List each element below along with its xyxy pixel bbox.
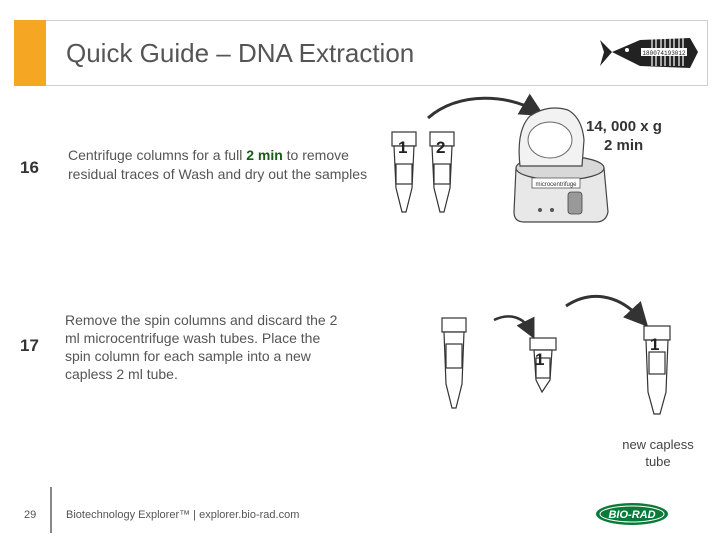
centrifuge-label: microcentrifuge — [535, 182, 577, 188]
bio-rad-logo-text: BIO-RAD — [608, 509, 655, 521]
tube-label-2: 2 — [436, 138, 445, 157]
footer-text: Biotechnology Explorer™ | explorer.bio-r… — [66, 509, 300, 521]
step-16-text-part2: to remove residual traces of Wash and dr… — [68, 147, 368, 182]
spin-column-in-wash-tube — [441, 317, 467, 409]
step-16-text-bold: 2 min — [246, 147, 283, 163]
footer-divider — [50, 487, 52, 533]
column-label-lifted: 1 — [535, 350, 544, 369]
tube-2-step16 — [429, 131, 455, 213]
fish-barcode-logo: 180074193012 — [600, 38, 698, 68]
transfer-arrow-step17a — [493, 315, 535, 339]
page-number: 29 — [24, 509, 37, 521]
column-label-new-tube: 1 — [650, 335, 659, 354]
new-capless-tube — [643, 325, 671, 415]
step-17-text: Remove the spin columns and discard the … — [65, 312, 338, 382]
step-number-16: 16 — [20, 158, 39, 177]
centrifuge-speed: 14, 000 x g — [586, 118, 662, 135]
step-16-text-part1: Centrifuge columns for a full — [68, 147, 247, 163]
centrifuge-icon: microcentrifuge — [513, 107, 609, 223]
bio-rad-logo: BIO-RAD — [596, 503, 668, 525]
header-accent-bar — [14, 20, 46, 86]
step-16-text: Centrifuge columns for a full 2 min to r… — [68, 146, 368, 184]
page-title: Quick Guide – DNA Extraction — [66, 38, 415, 68]
spin-column-lifted — [529, 337, 557, 394]
step-number-17: 17 — [20, 336, 39, 355]
tube-1-step16 — [391, 131, 417, 213]
transfer-arrow-step16 — [427, 93, 545, 120]
centrifuge-time: 2 min — [604, 137, 643, 154]
tube-label-1: 1 — [398, 138, 407, 157]
logo-barcode-text: 180074193012 — [642, 50, 686, 57]
new-capless-tube-label: new capless tube — [622, 437, 694, 469]
transfer-arrow-step17b — [565, 294, 649, 327]
